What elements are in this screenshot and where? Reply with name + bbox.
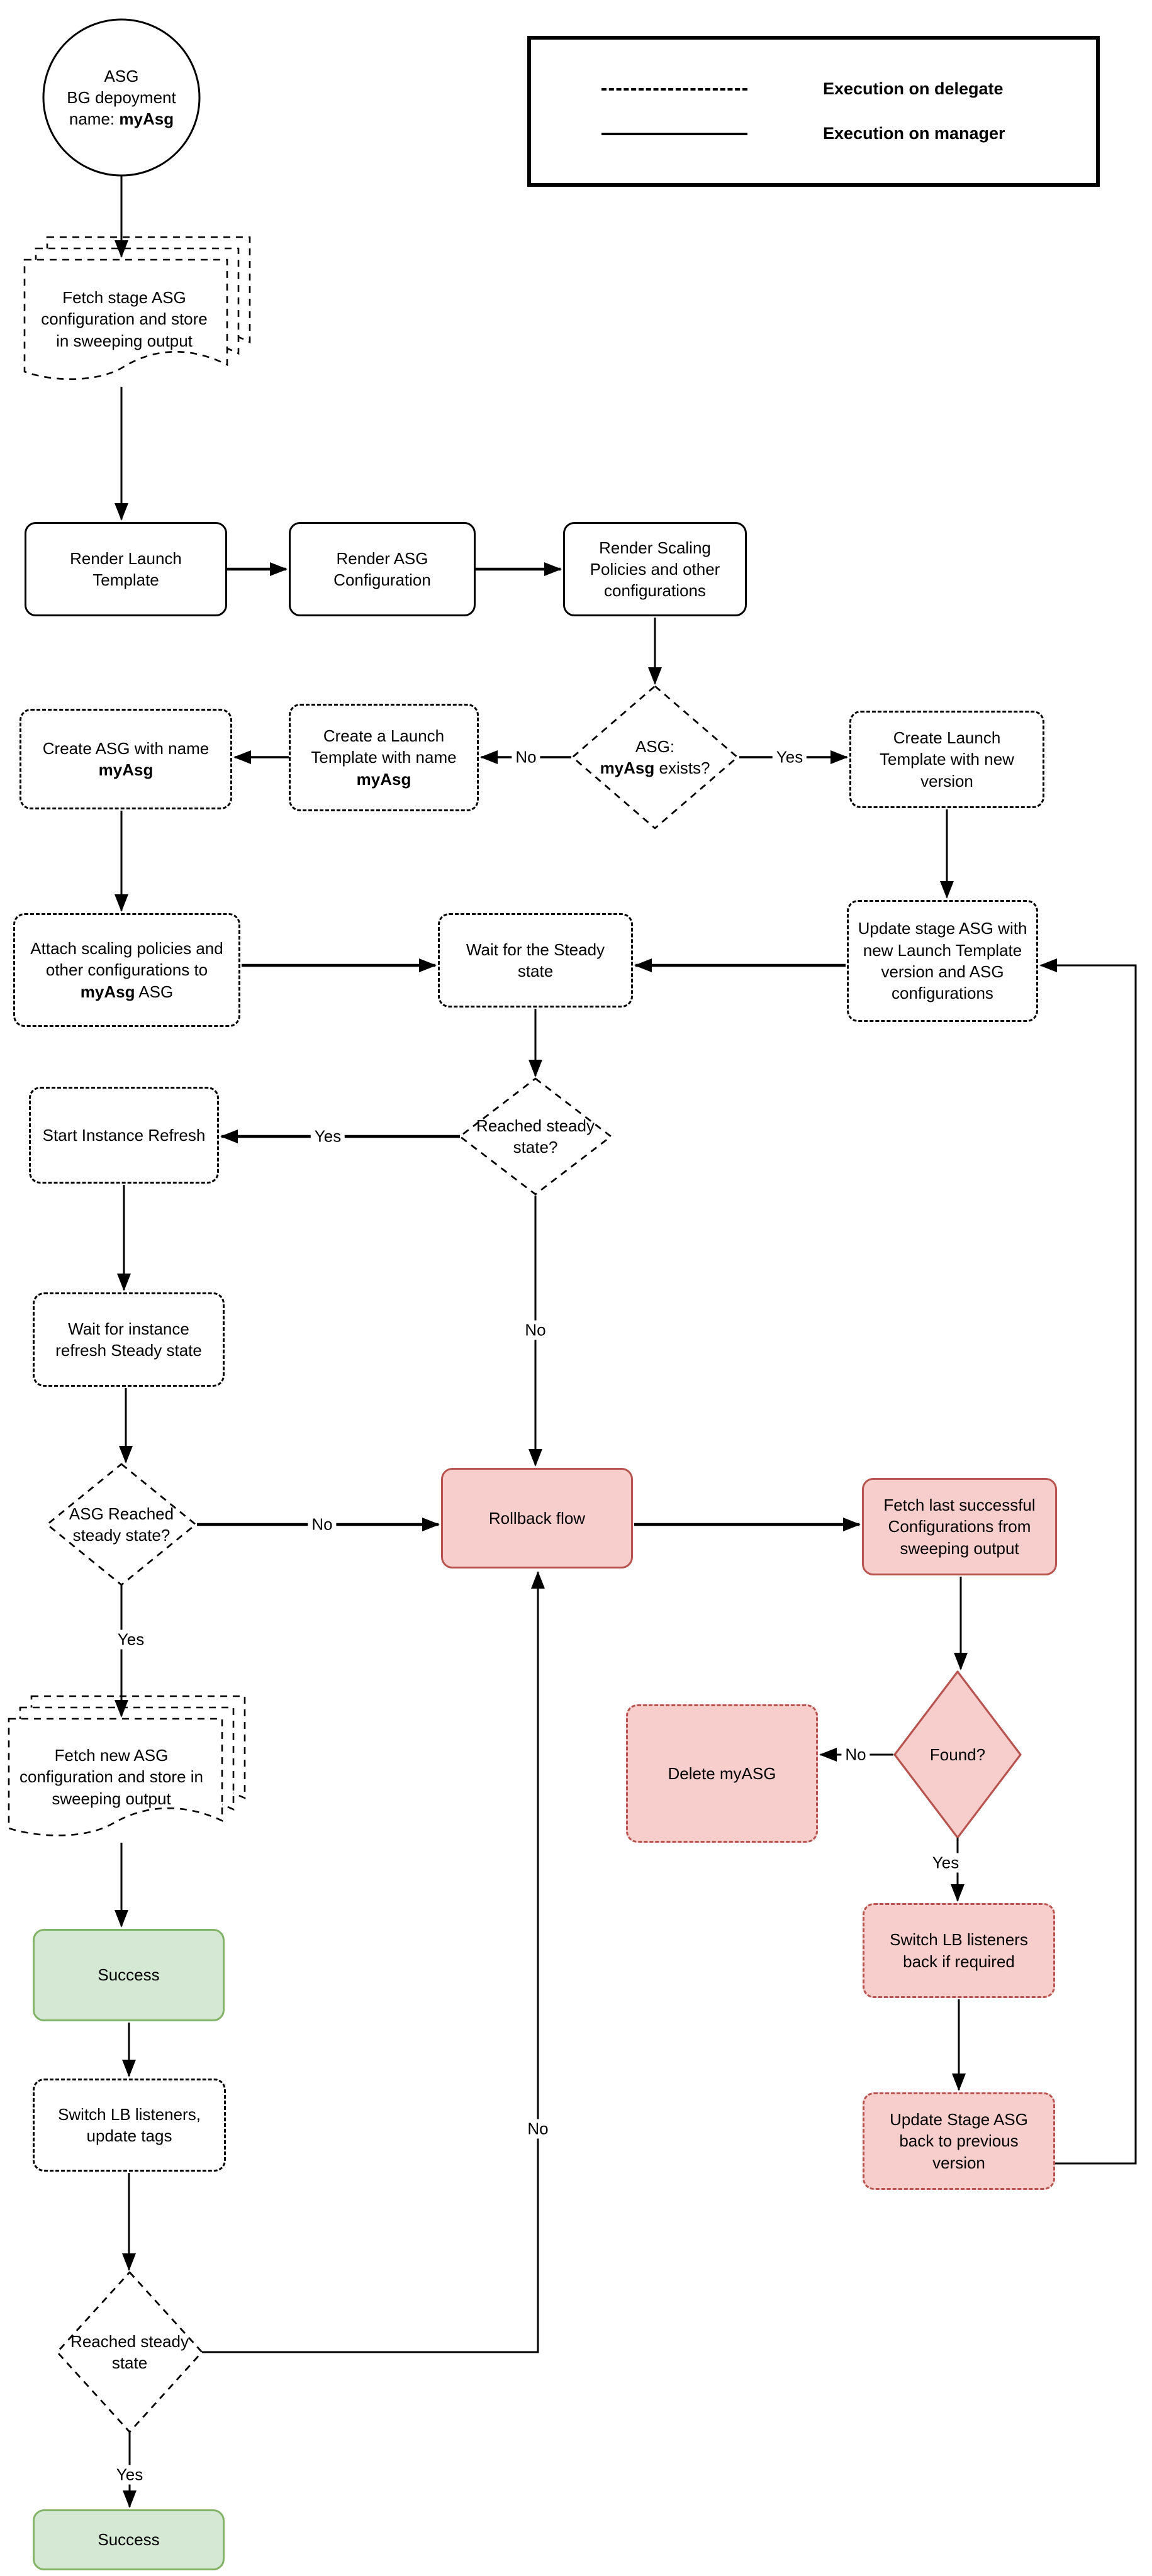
fetch-stage-doc-shape (23, 236, 251, 380)
legend-manager-label: Execution on manager (823, 124, 1005, 143)
edge-label-no-exists: No (512, 747, 540, 767)
edge-label-no-asg-reached: No (308, 1514, 337, 1535)
success-bottom-node: Success (33, 2509, 225, 2570)
edge-label-yes-exists: Yes (772, 747, 807, 767)
render-asg-config-node: Render ASG Configuration (289, 522, 476, 616)
fetch-last-successful-node: Fetch last successful Configurations fro… (862, 1478, 1057, 1575)
legend-delegate-label: Execution on delegate (823, 79, 1004, 98)
create-launch-template-node: Create a Launch Template with name myAsg (289, 704, 479, 811)
start-instance-refresh-node: Start Instance Refresh (29, 1087, 219, 1184)
wait-instance-refresh-node: Wait for instance refresh Steady state (33, 1292, 225, 1387)
create-asg-node: Create ASG with name myAsg (20, 709, 232, 809)
reached-steady-label: Reached steady state? (476, 1116, 595, 1157)
edge-label-no-bottom: No (523, 2119, 552, 2139)
edge-label-yes-bottom: Yes (112, 2465, 147, 2485)
reached-steady-diamond-shape (459, 1077, 612, 1196)
switch-lb-back-node: Switch LB listeners back if required (863, 1903, 1055, 1998)
legend-row-delegate: Execution on delegate (601, 79, 1096, 99)
update-stage-back-node: Update Stage ASG back to previous versio… (863, 2092, 1055, 2190)
edge-label-yes-asg-reached: Yes (113, 1629, 148, 1650)
asg-exists-diamond-shape (571, 685, 739, 830)
update-stage-asg-node: Update stage ASG with new Launch Templat… (847, 900, 1038, 1022)
solid-line-sample (601, 132, 747, 135)
edge-label-yes-steady: Yes (310, 1126, 345, 1146)
start-node-label: ASG BG depoyment name: myAsg (67, 66, 176, 129)
render-scaling-node: Render Scaling Policies and other config… (563, 522, 747, 616)
dashed-line-sample (601, 87, 747, 91)
edge-label-no-steady: No (521, 1320, 550, 1340)
success-node: Success (33, 1929, 225, 2021)
start-circle-shape (42, 18, 201, 177)
reached-bottom-label: Reached steady state (70, 2331, 189, 2372)
legend-row-manager: Execution on manager (601, 124, 1096, 143)
edge-label-no-found: No (841, 1745, 870, 1765)
found-label: Found? (929, 1745, 986, 1764)
legend: Execution on delegate Execution on manag… (527, 36, 1100, 187)
delete-myasg-node: Delete myASG (626, 1704, 818, 1843)
fetch-new-label: Fetch new ASG configuration and store in… (20, 1746, 203, 1808)
rollback-node: Rollback flow (441, 1468, 633, 1568)
asg-exists-label: ASG: myAsg exists? (600, 736, 710, 777)
edge-reached-bottom-no-to-rollback (202, 1571, 545, 2353)
asg-reached-diamond-shape (46, 1463, 197, 1586)
fetch-stage-label: Fetch stage ASG configuration and store … (41, 288, 208, 350)
attach-scaling-node: Attach scaling policies and other config… (13, 913, 240, 1027)
asg-reached-label: ASG Reached steady state? (69, 1504, 174, 1545)
fetch-new-doc-shape (8, 1695, 246, 1836)
edge-feedback-to-update-stage (1039, 958, 1137, 2165)
edge-label-yes-found: Yes (928, 1853, 963, 1873)
switch-lb-tags-node: Switch LB listeners, update tags (33, 2079, 226, 2172)
render-launch-template-node: Render Launch Template (25, 522, 227, 616)
wait-steady-node: Wait for the Steady state (438, 913, 633, 1008)
create-lt-new-version-node: Create Launch Template with new version (849, 711, 1044, 808)
